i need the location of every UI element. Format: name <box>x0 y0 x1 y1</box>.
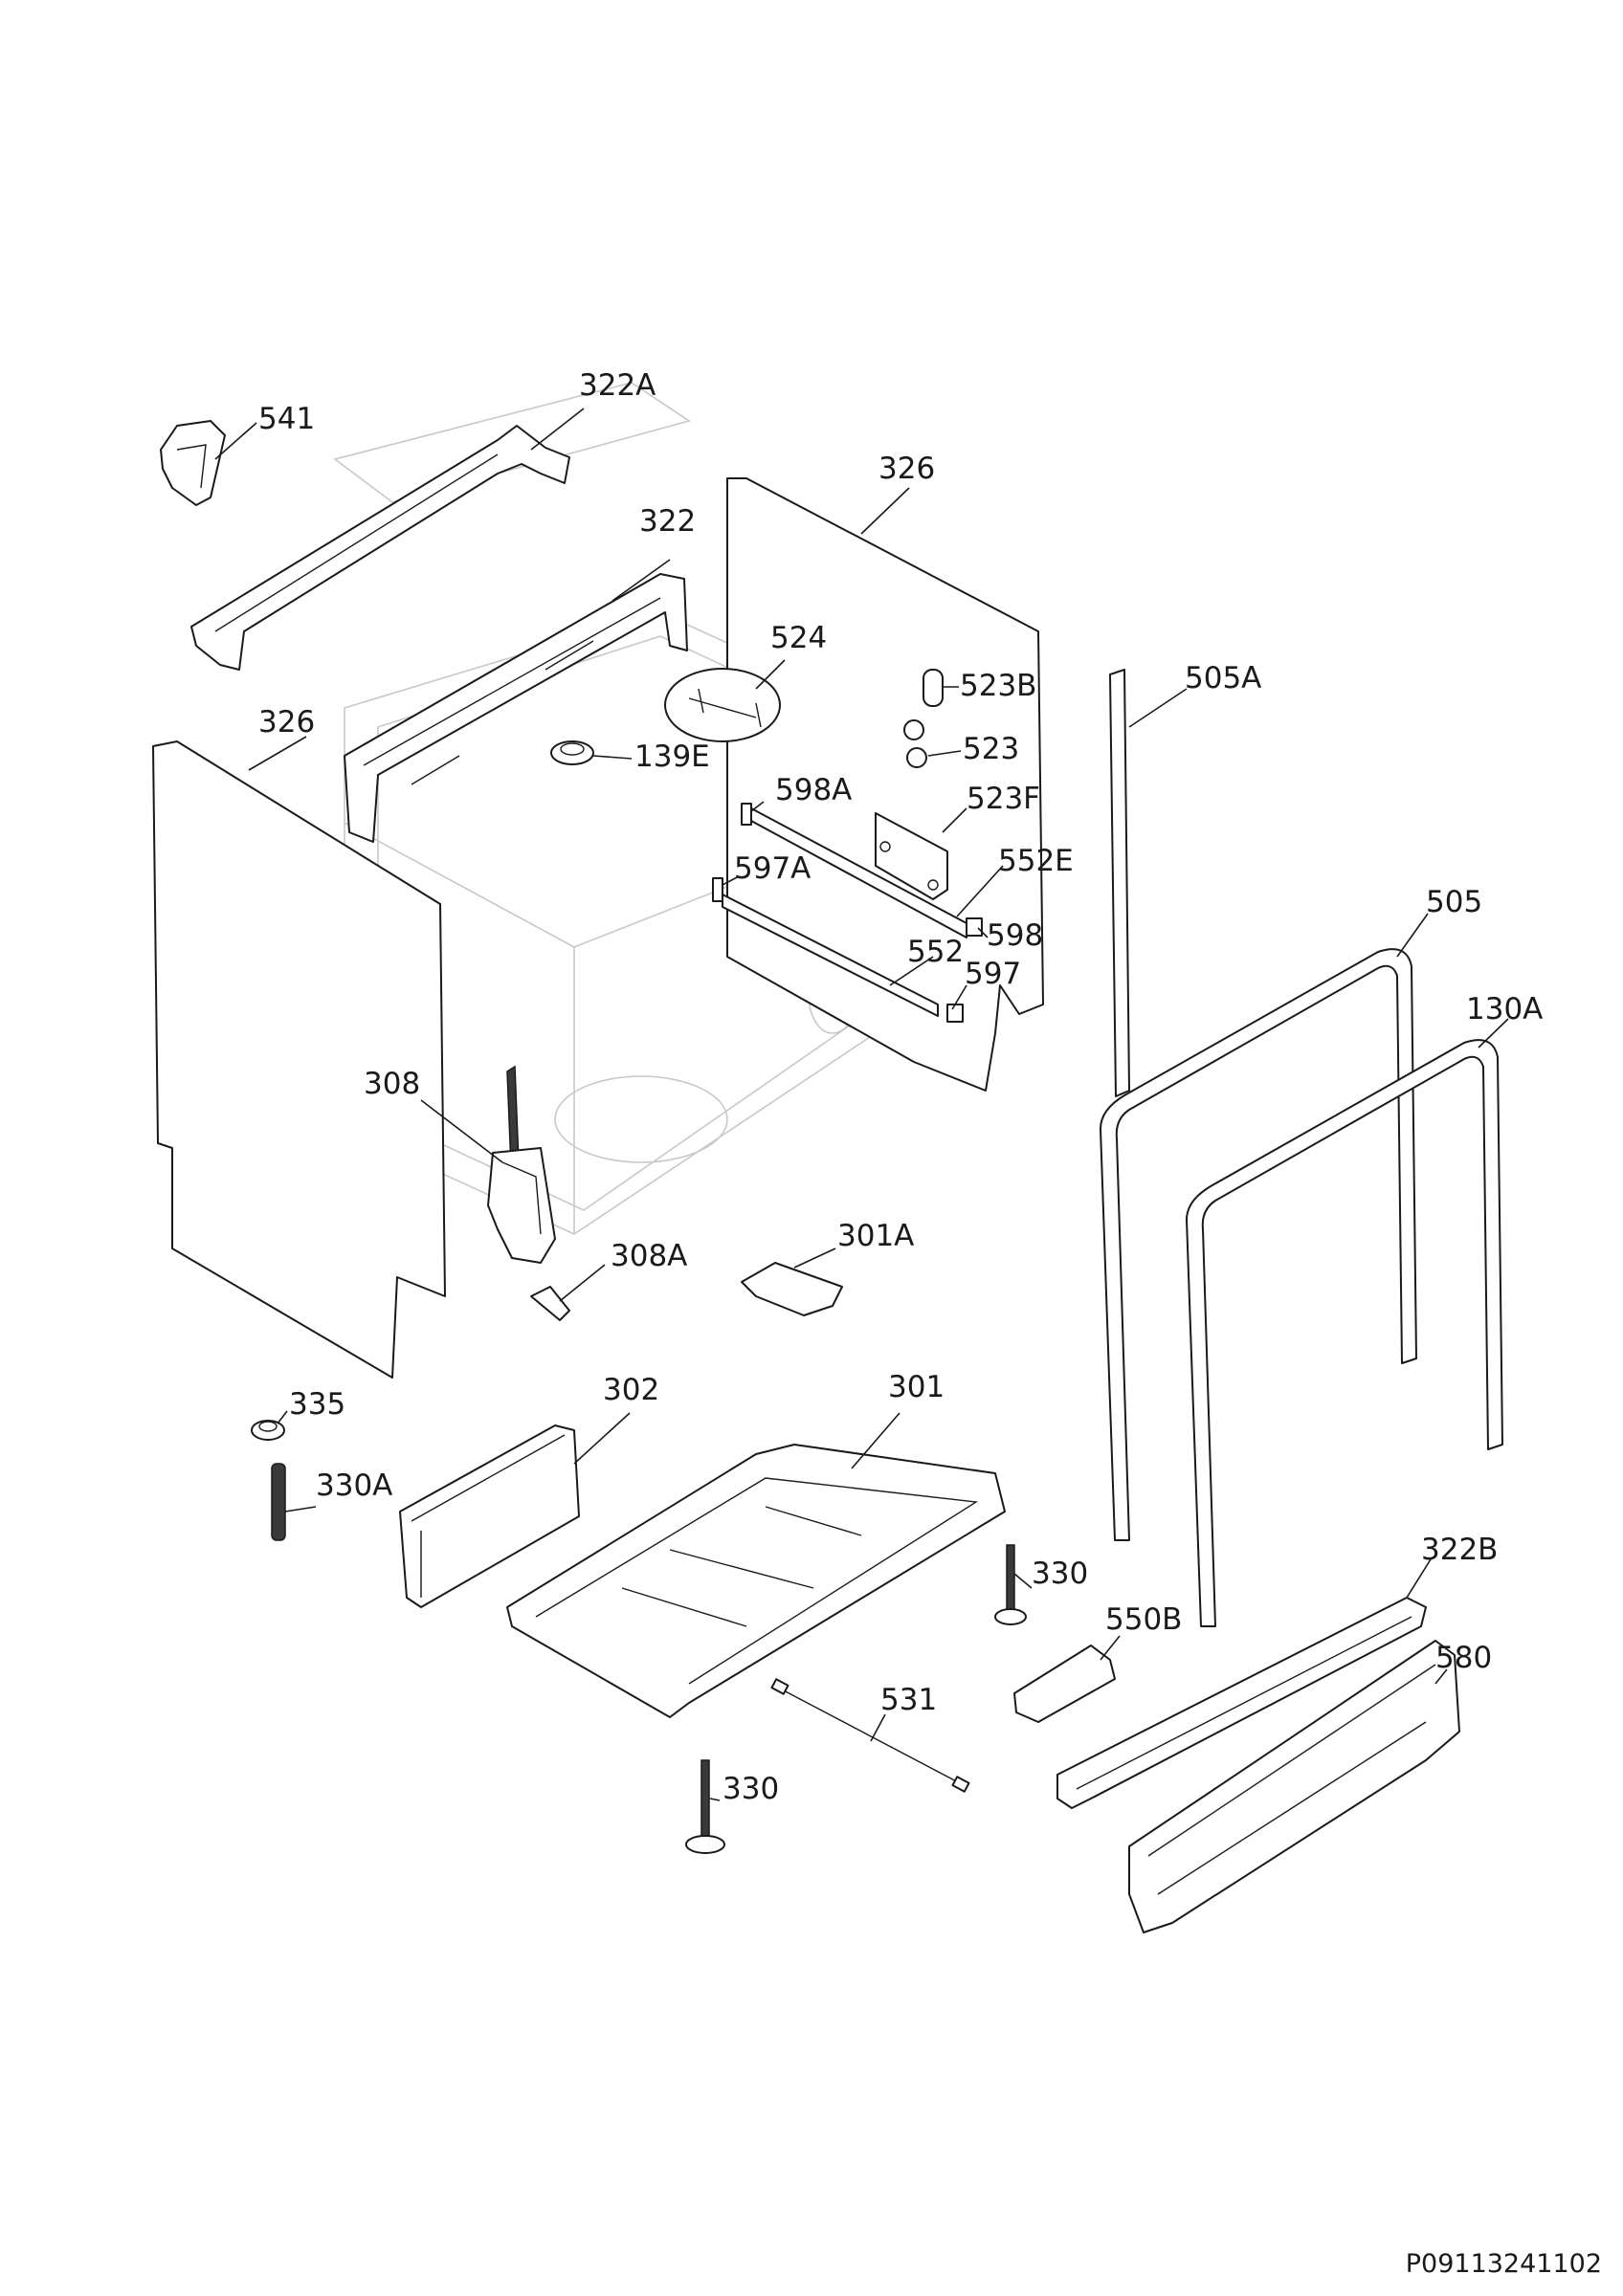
part-523F <box>875 812 948 900</box>
part-550B <box>1013 1645 1116 1723</box>
callout-598: 598 <box>987 918 1044 953</box>
callout-505A: 505A <box>1185 661 1262 695</box>
callout-523: 523 <box>963 732 1020 766</box>
part-330-bottom-foot <box>685 1759 725 1854</box>
part-531-cable <box>770 1678 970 1793</box>
part-524-detail <box>664 668 781 742</box>
callout-301: 301 <box>888 1370 945 1404</box>
callout-541: 541 <box>258 402 316 436</box>
callout-330-bottom: 330 <box>723 1772 780 1806</box>
callout-130A: 130A <box>1466 992 1544 1027</box>
part-130A-gasket <box>1186 1039 1503 1627</box>
part-505-gasket <box>1100 948 1417 1541</box>
callout-552E: 552E <box>998 844 1074 878</box>
callout-531: 531 <box>880 1683 938 1717</box>
callout-326-top: 326 <box>878 452 936 486</box>
callout-552: 552 <box>907 935 965 969</box>
callout-322: 322 <box>639 504 697 539</box>
part-335 <box>251 1420 285 1441</box>
part-322B <box>1056 1597 1427 1809</box>
part-322-rail <box>344 573 688 843</box>
callout-505: 505 <box>1426 885 1483 919</box>
callout-322B: 322B <box>1421 1533 1499 1567</box>
part-301A <box>741 1262 843 1316</box>
part-330A-spring <box>271 1463 286 1541</box>
callout-308: 308 <box>364 1067 421 1101</box>
callout-597A: 597A <box>734 851 812 886</box>
callout-139E: 139E <box>634 740 710 774</box>
part-301-base <box>506 1444 1006 1718</box>
part-580 <box>1128 1640 1460 1933</box>
part-322A-frame <box>190 425 570 671</box>
document-id: P09113241102 <box>1405 2249 1602 2279</box>
part-326-left-panel <box>152 740 446 1379</box>
callout-550B: 550B <box>1105 1602 1183 1637</box>
part-302 <box>399 1424 580 1608</box>
part-552-rail <box>712 877 939 1017</box>
callout-322A: 322A <box>579 368 656 403</box>
callout-598A: 598A <box>775 773 853 807</box>
callout-597: 597 <box>965 957 1022 991</box>
callout-330A: 330A <box>316 1468 393 1503</box>
part-597 <box>946 1004 964 1023</box>
callout-523F: 523F <box>967 782 1041 816</box>
callout-308A: 308A <box>611 1239 688 1273</box>
part-552E-rail <box>741 803 967 938</box>
part-598 <box>966 917 983 937</box>
leader-lines <box>214 408 1509 1801</box>
callout-301A: 301A <box>837 1219 915 1253</box>
part-330-right-foot <box>994 1544 1027 1625</box>
part-308A <box>530 1286 570 1321</box>
part-308-hinge <box>487 1065 556 1264</box>
callout-580: 580 <box>1435 1641 1493 1675</box>
callout-330-right: 330 <box>1032 1556 1089 1591</box>
callout-302: 302 <box>603 1373 660 1407</box>
part-541-bracket <box>160 420 226 506</box>
part-139E <box>550 740 594 765</box>
part-523-group <box>903 669 944 768</box>
callout-523B: 523B <box>960 669 1037 703</box>
callout-524: 524 <box>770 621 828 655</box>
callout-335: 335 <box>289 1387 346 1422</box>
part-505A-strip <box>1109 669 1130 1097</box>
callout-326-left: 326 <box>258 705 316 740</box>
